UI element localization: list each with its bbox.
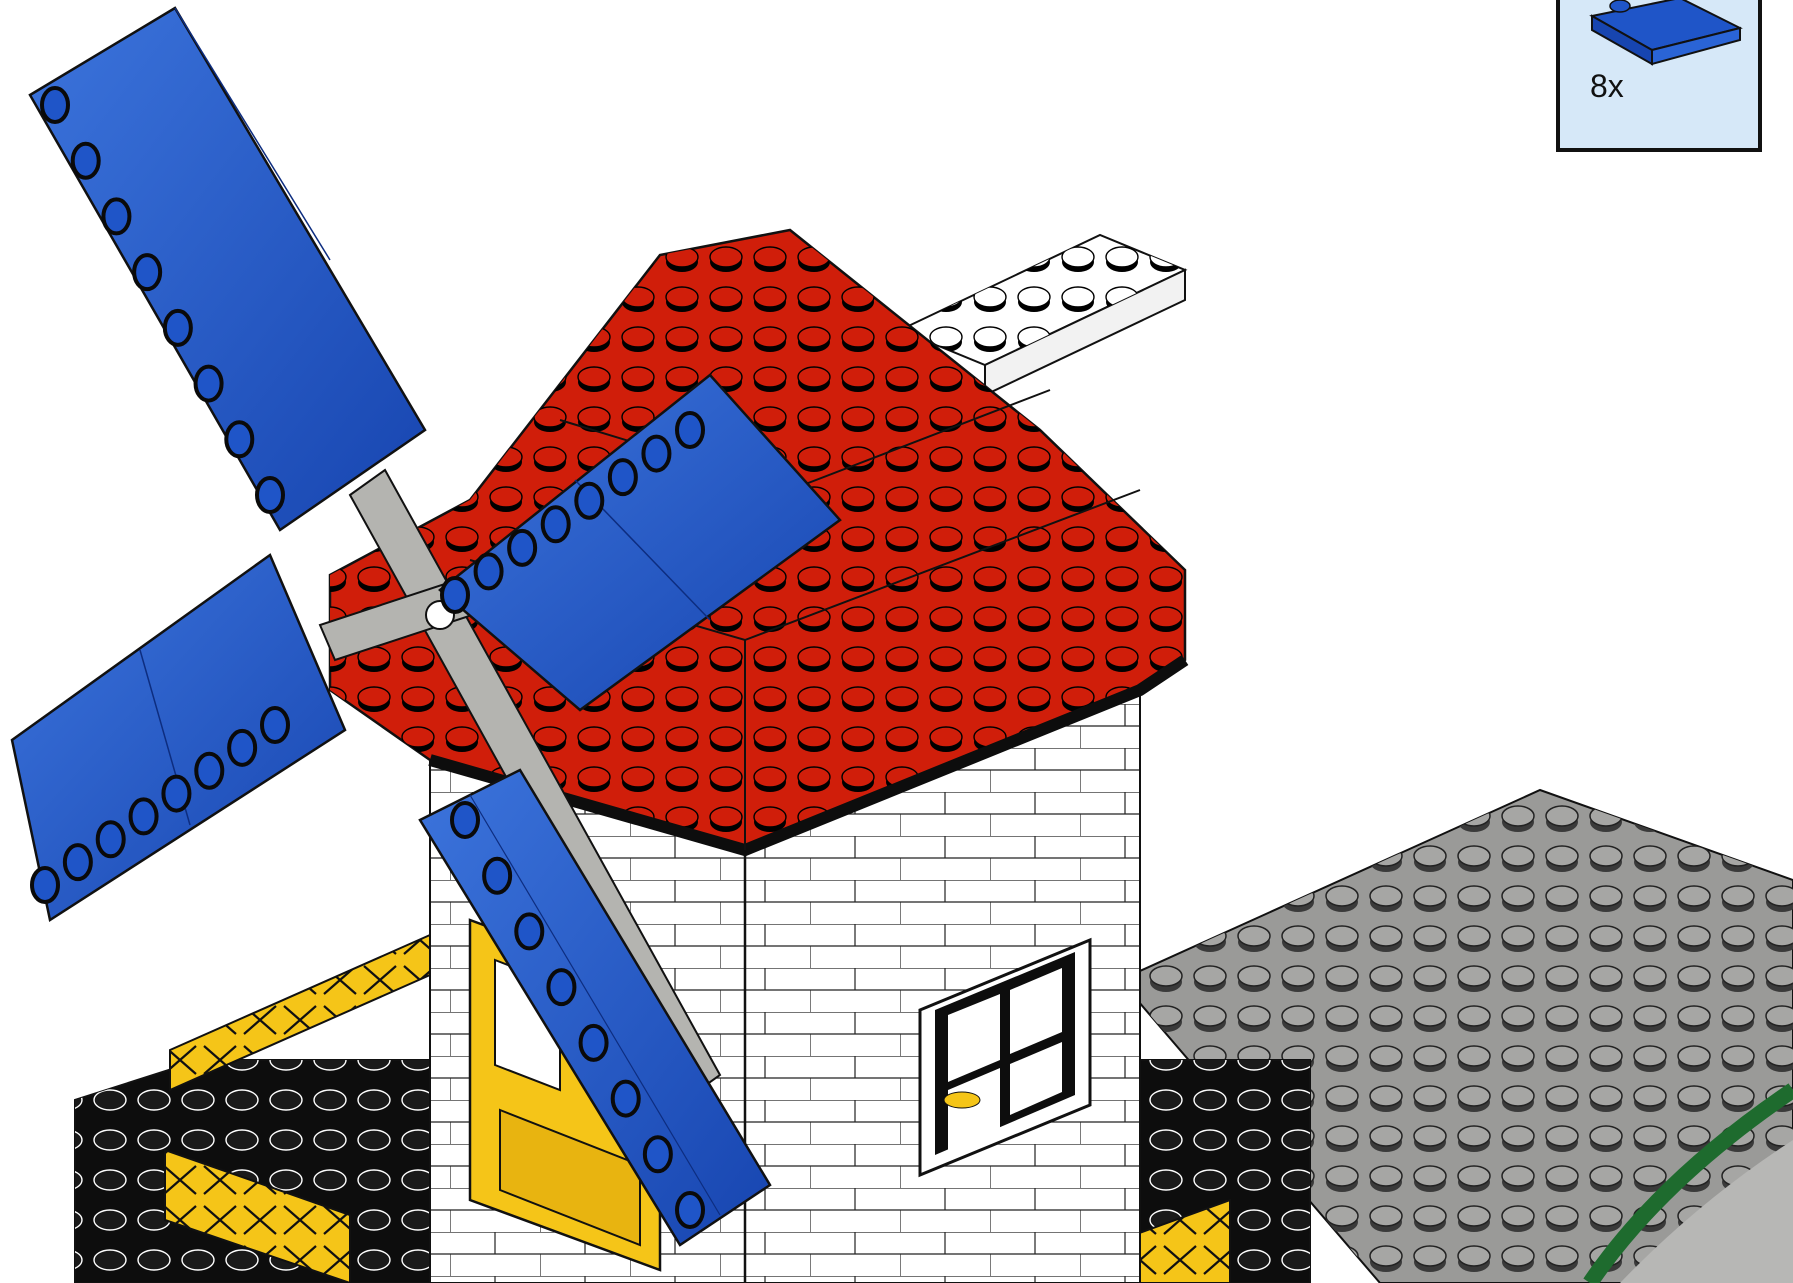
blade-stud xyxy=(677,413,703,447)
blade-stud xyxy=(103,199,129,233)
blade-stud xyxy=(516,914,542,948)
blade-stud xyxy=(257,478,283,512)
parts-callout: 8x xyxy=(1556,0,1762,152)
blade-stud xyxy=(42,88,68,122)
sail-blade-upper-left xyxy=(30,8,425,530)
blade-stud xyxy=(613,1082,639,1116)
sail-blade-left xyxy=(12,555,345,920)
blade-stud xyxy=(548,970,574,1004)
blade-stud xyxy=(643,437,669,471)
blade-stud xyxy=(131,799,157,833)
part-quantity: 8x xyxy=(1590,68,1624,105)
blade-stud xyxy=(476,554,502,588)
blade-stud xyxy=(196,367,222,401)
blade-stud xyxy=(262,708,288,742)
blade-stud xyxy=(65,845,91,879)
blade-stud xyxy=(229,731,255,765)
blade-stud xyxy=(576,484,602,518)
blade-stud xyxy=(196,754,222,788)
blade-stud xyxy=(165,311,191,345)
blade-stud xyxy=(581,1026,607,1060)
blade-stud xyxy=(73,144,99,178)
blade-stud xyxy=(484,859,510,893)
blade-stud xyxy=(452,803,478,837)
blade-stud xyxy=(645,1137,671,1171)
blade-stud xyxy=(134,255,160,289)
blade-stud xyxy=(677,1193,703,1227)
blade-stud xyxy=(32,868,58,902)
blade-stud xyxy=(610,460,636,494)
blade-stud xyxy=(509,531,535,565)
blade-stud xyxy=(226,422,252,456)
blade-stud xyxy=(98,822,124,856)
blade-stud xyxy=(163,777,189,811)
blade-stud xyxy=(442,578,468,612)
blade-stud xyxy=(543,507,569,541)
